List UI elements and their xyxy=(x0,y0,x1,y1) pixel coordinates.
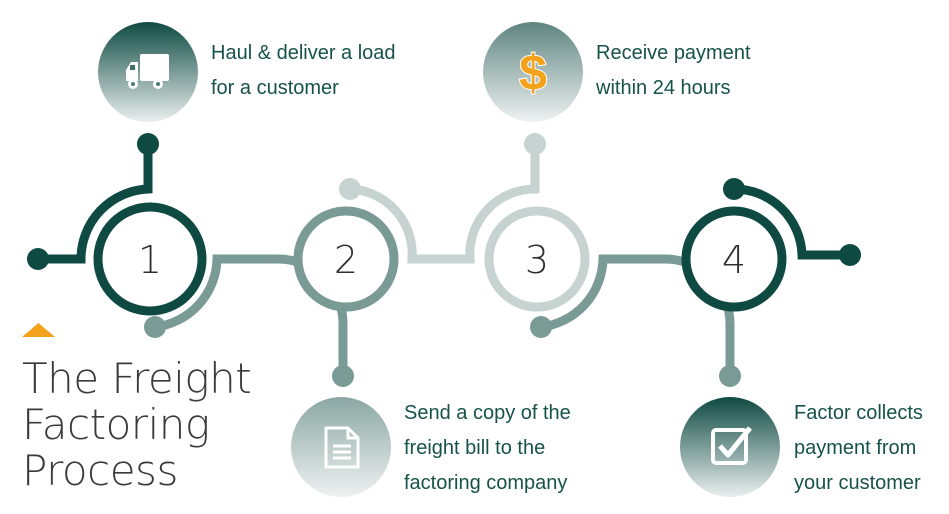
step-number: 2 xyxy=(334,238,358,282)
dollar-icon: $ xyxy=(519,45,547,101)
step-number: 1 xyxy=(138,238,162,282)
connector-step-4 xyxy=(733,184,850,260)
connector-dot xyxy=(723,178,745,200)
step-text-line: freight bill to the xyxy=(404,437,546,459)
step-text-line: Send a copy of the xyxy=(404,402,571,424)
connector-dot xyxy=(719,365,741,387)
step-text-line: factoring company xyxy=(404,472,568,494)
connector-dot xyxy=(27,248,49,270)
title-line: Factoring xyxy=(22,400,210,449)
connector-dot xyxy=(137,133,159,155)
step-text-line: payment from xyxy=(794,437,917,459)
step-number: 3 xyxy=(525,238,549,282)
accent-triangle xyxy=(22,323,55,337)
step-ring-3: 3 xyxy=(484,206,590,312)
step-text-line: your customer xyxy=(794,472,921,494)
connector-dot xyxy=(530,316,552,338)
checkbox-icon xyxy=(711,426,752,465)
step-text-line: for a customer xyxy=(211,77,339,99)
step-ring-2: 2 xyxy=(293,206,399,312)
title-line: Process xyxy=(22,446,178,495)
step-text-line: Haul & deliver a load xyxy=(211,42,396,64)
step-4-icon-badge xyxy=(680,397,780,497)
step-2-description: Send a copy of the freight bill to the f… xyxy=(404,396,571,501)
connector-dot xyxy=(524,133,546,155)
step-2-icon-badge xyxy=(291,397,391,497)
truck-icon xyxy=(126,54,169,89)
step-text-line: Factor collects xyxy=(794,402,923,424)
step-number: 4 xyxy=(722,238,746,282)
step-1-icon-badge xyxy=(98,22,198,122)
page-title: The Freight Factoring Process xyxy=(22,354,252,495)
connector-dot xyxy=(144,316,166,338)
connector-dot xyxy=(339,178,361,200)
step-3-icon-badge: $ xyxy=(483,22,583,122)
connector-dot xyxy=(839,244,861,266)
connector-2-3 xyxy=(349,144,540,264)
step-text-line: within 24 hours xyxy=(596,77,731,99)
step-ring-4: 4 xyxy=(681,206,787,312)
step-ring-1: 1 xyxy=(93,202,207,316)
step-3-description: Receive payment within 24 hours xyxy=(596,36,751,106)
document-icon xyxy=(324,426,360,469)
connector-dot xyxy=(332,365,354,387)
title-line: The Freight xyxy=(22,354,252,403)
step-1-description: Haul & deliver a load for a customer xyxy=(211,36,396,106)
connector-step-1 xyxy=(38,144,153,264)
step-4-description: Factor collects payment from your custom… xyxy=(794,396,923,501)
step-text-line: Receive payment xyxy=(596,42,751,64)
